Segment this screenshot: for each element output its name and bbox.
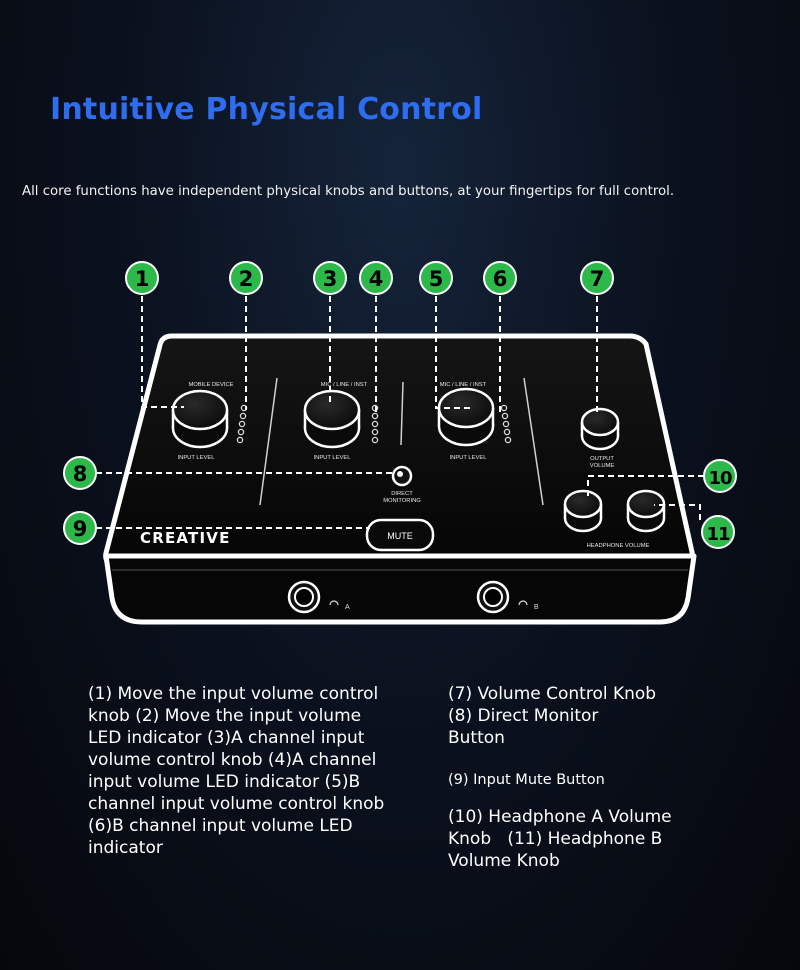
desc-line: LED indicator (3)A channel input [88,728,365,748]
svg-text:10: 10 [708,468,732,489]
desc-line: (9) Input Mute Button [448,772,605,788]
callout-10: 10 [703,459,737,493]
desc-line: indicator [88,838,163,858]
desc-line: knob (2) Move the input volume [88,706,362,726]
label-direct-1: DIRECT [391,491,413,497]
svg-text:5: 5 [429,267,444,291]
svg-text:6: 6 [493,267,508,291]
svg-text:1: 1 [135,267,150,291]
desc-line: (10) Headphone A Volume [448,807,672,827]
callout-2: 2 [229,261,263,295]
label-mobile-device: MOBILE DEVICE [188,382,233,388]
callout-3: 3 [313,261,347,295]
callout-9: 9 [63,511,97,545]
headphone-jack-a: A [287,580,350,614]
direct-monitoring-button[interactable] [391,465,413,487]
desc-line: Button [448,728,505,748]
callout-11: 11 [701,515,735,549]
led-indicator-b [500,404,512,444]
desc-line: Knob (11) Headphone B [448,829,663,849]
desc-line: input volume LED indicator (5)B [88,772,361,792]
device-front-face [103,553,697,625]
mute-button-label: MUTE [387,531,413,541]
callout-4: 4 [359,261,393,295]
headphone-jack-b: B [476,580,539,614]
page-subtitle: All core functions have independent phys… [22,184,675,199]
desc-line: (8) Direct Monitor [448,706,599,726]
description-right-3: (10) Headphone A Volume Knob (11) Headph… [448,806,708,872]
description-right-2: (9) Input Mute Button [448,769,708,791]
output-volume-knob[interactable] [580,407,620,451]
page-title: Intuitive Physical Control [50,92,483,127]
divider-line [259,377,278,506]
desc-line: (1) Move the input volume control [88,684,379,704]
callout-6: 6 [483,261,517,295]
led-indicator-a [371,404,379,444]
headphone-b-volume-knob[interactable] [626,489,666,533]
callout-8: 8 [63,456,97,490]
input-volume-knob-a[interactable] [303,389,361,449]
leader-line-1 [141,296,184,408]
brand-logo: CREATIVE [140,529,231,547]
headphone-a-volume-knob[interactable] [563,489,603,533]
desc-line: (7) Volume Control Knob [448,684,657,704]
svg-text:11: 11 [706,524,730,545]
svg-text:4: 4 [369,267,384,291]
desc-line: volume control knob (4)A channel [88,750,377,770]
svg-text:3: 3 [323,267,338,291]
callout-7: 7 [580,261,614,295]
svg-text:2: 2 [239,267,254,291]
jack-b-label: B [534,604,539,611]
input-volume-knob-b[interactable] [437,387,495,447]
svg-text:9: 9 [73,517,88,541]
label-direct-2: MONITORING [383,498,421,504]
jack-a-label: A [345,604,350,611]
label-output-volume-2: VOLUME [590,463,615,469]
label-mic-line-inst-a: MIC / LINE / INST [321,382,368,388]
svg-text:8: 8 [73,462,88,486]
label-headphone-volume: HEADPHONE VOLUME [587,543,650,549]
label-input-level-2: INPUT LEVEL [314,455,352,461]
label-mic-line-inst-b: MIC / LINE / INST [440,382,487,388]
description-right-1: (7) Volume Control Knob (8) Direct Monit… [448,683,708,749]
leader-line-10 [587,475,704,496]
input-volume-knob-mobile[interactable] [171,389,229,449]
leader-line-5 [435,296,470,409]
mute-button[interactable]: MUTE [365,518,435,552]
svg-text:7: 7 [590,267,605,291]
divider-line [523,377,544,506]
callout-5: 5 [419,261,453,295]
label-input-level-1: INPUT LEVEL [178,455,216,461]
description-left: (1) Move the input volume control knob (… [88,683,408,859]
label-input-level-3: INPUT LEVEL [450,455,488,461]
audio-interface-device: MUTE MOBILE DEVICE MIC / LINE / INST MIC… [103,333,697,625]
desc-line: Volume Knob [448,851,560,871]
leader-line-11 [654,504,701,520]
desc-line: channel input volume control knob [88,794,385,814]
label-output-volume-1: OUTPUT [590,456,614,462]
leader-lines [96,296,704,529]
divider-line [400,381,404,446]
callouts: 1 2 3 4 5 6 7 8 9 10 11 [63,261,737,549]
desc-line: (6)B channel input volume LED [88,816,353,836]
callout-1: 1 [125,261,159,295]
